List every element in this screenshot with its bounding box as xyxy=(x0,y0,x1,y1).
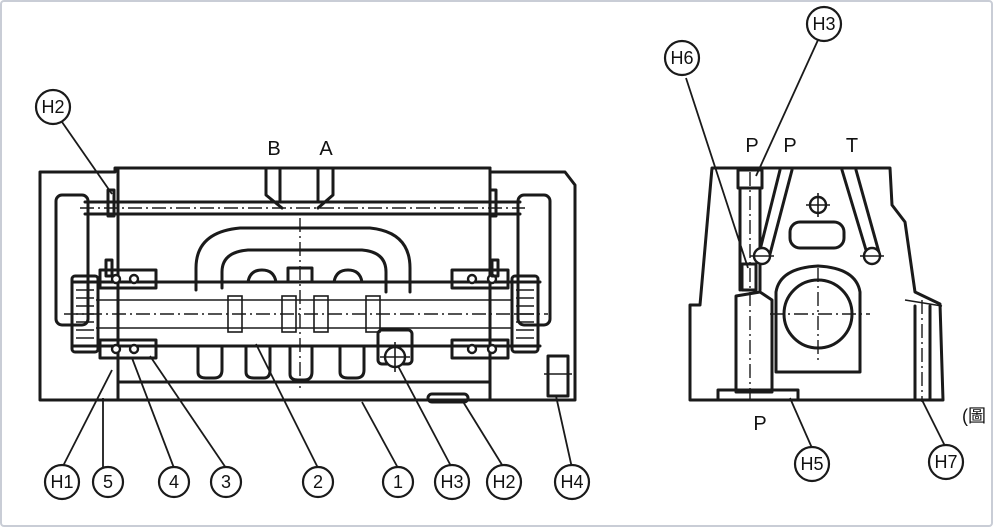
port-label-t: T xyxy=(846,135,858,157)
leader-lines xyxy=(61,39,947,469)
port-label-b: B xyxy=(267,138,280,160)
port-label-p-bottom: P xyxy=(753,413,766,435)
callout-4: 4 xyxy=(169,472,179,492)
callout-h3-top: H3 xyxy=(812,14,835,34)
callout-h2-top: H2 xyxy=(41,97,64,117)
callout-h3-bottom: H3 xyxy=(440,472,463,492)
callout-h7: H7 xyxy=(934,452,957,472)
callout-bubbles xyxy=(34,5,965,501)
callout-h2-bottom: H2 xyxy=(492,472,515,492)
callout-1: 1 xyxy=(393,472,403,492)
left-section-view xyxy=(38,166,577,404)
port-label-p-right: P xyxy=(783,135,796,157)
callout-3: 3 xyxy=(221,472,231,492)
port-label-p-left: P xyxy=(745,135,758,157)
callout-5: 5 xyxy=(103,472,113,492)
callout-h5: H5 xyxy=(800,454,823,474)
callout-h4: H4 xyxy=(560,472,583,492)
right-end-view xyxy=(688,166,945,402)
port-label-a: A xyxy=(319,138,333,160)
callout-2: 2 xyxy=(313,472,323,492)
edge-note: (圖 xyxy=(962,406,986,426)
callout-h6: H6 xyxy=(670,48,693,68)
callout-h1: H1 xyxy=(50,472,73,492)
